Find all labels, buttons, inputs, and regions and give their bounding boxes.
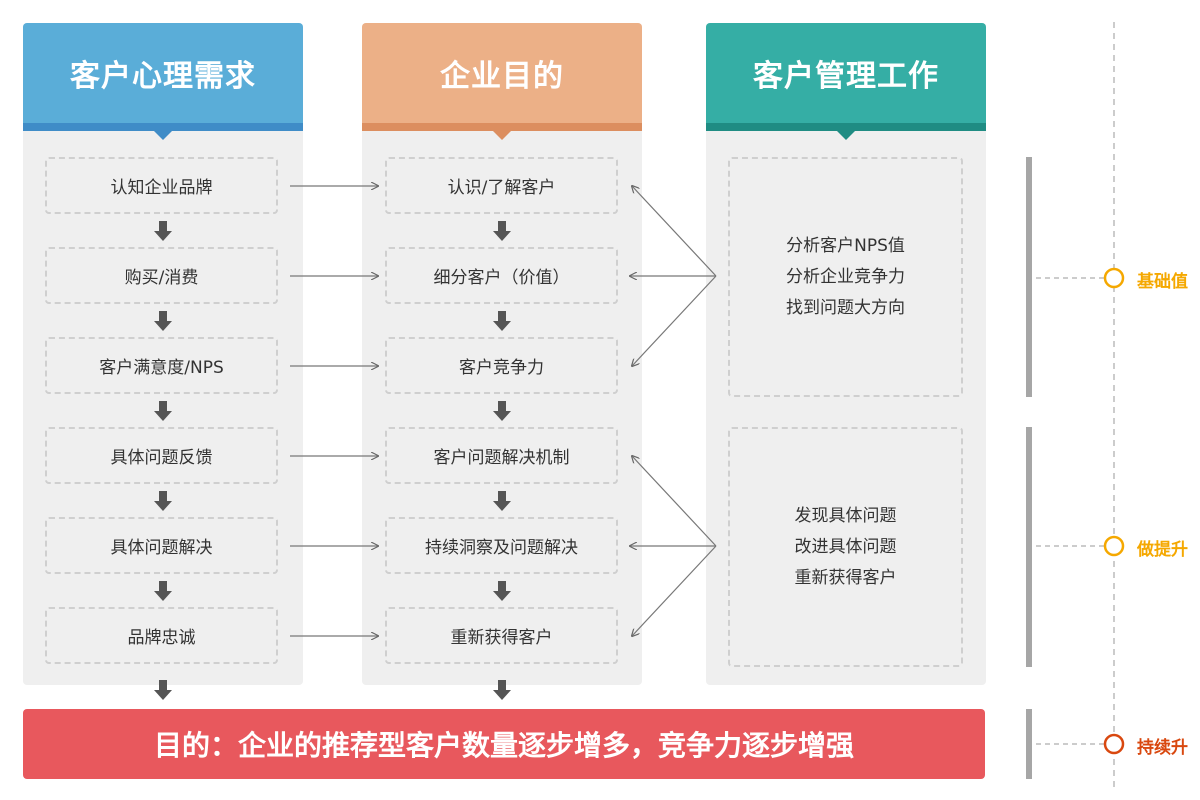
horizontal-arrows <box>290 186 378 636</box>
psych-node: 具体问题反馈 <box>45 427 278 484</box>
goal-node: 持续洞察及问题解决 <box>385 517 618 574</box>
work-line: 分析企业竞争力 <box>786 266 905 287</box>
arrow-down-icon <box>154 491 172 511</box>
arrow-down-icon <box>493 311 511 331</box>
work-line: 找到问题大方向 <box>786 297 905 318</box>
arrow-left-icon <box>632 275 717 366</box>
phase-bar-improve <box>1026 427 1032 667</box>
phase-label-basic: 基础值 <box>1137 272 1188 292</box>
work-line: 发现具体问题 <box>794 505 897 526</box>
column-work-title: 客户管理工作 <box>706 23 986 123</box>
phase-marker-icon <box>1103 267 1125 289</box>
arrow-down-icon <box>154 581 172 601</box>
phase-dashes <box>1036 277 1104 745</box>
column-psych-strip <box>23 123 303 140</box>
work-line: 重新获得客户 <box>794 567 897 588</box>
arrow-left-icon <box>632 456 717 547</box>
phase-marker-icon <box>1103 733 1125 755</box>
goal-banner: 目的：企业的推荐型客户数量逐步增多，竞争力逐步增强 <box>23 709 985 779</box>
column-work: 客户管理工作 <box>706 23 986 685</box>
arrow-down-icon <box>493 581 511 601</box>
arrow-down-icon <box>493 221 511 241</box>
arrow-left-icon <box>632 545 717 636</box>
psych-node: 认知企业品牌 <box>45 157 278 214</box>
work-line: 分析客户NPS值 <box>786 235 905 256</box>
column-work-strip <box>706 123 986 140</box>
work-line: 改进具体问题 <box>794 536 897 557</box>
phase-label-continue: 持续升 <box>1137 738 1188 758</box>
psych-node: 品牌忠诚 <box>45 607 278 664</box>
work-group-basic: 分析客户NPS值 分析企业竞争力 找到问题大方向 <box>728 157 963 397</box>
phase-bar-continue <box>1026 709 1032 779</box>
work-group-improve: 发现具体问题 改进具体问题 重新获得客户 <box>728 427 963 667</box>
arrow-left-icon <box>632 186 717 277</box>
psych-node: 客户满意度/NPS <box>45 337 278 394</box>
phase-marker-icon <box>1103 535 1125 557</box>
arrow-down-icon <box>493 680 511 700</box>
down-arrows-goal <box>493 221 511 700</box>
arrow-down-icon <box>493 491 511 511</box>
goal-node: 细分客户（价值） <box>385 247 618 304</box>
arrow-down-icon <box>154 311 172 331</box>
goal-node: 客户竞争力 <box>385 337 618 394</box>
fan-arrows <box>630 186 717 636</box>
goal-node: 认识/了解客户 <box>385 157 618 214</box>
down-arrows-psych <box>154 221 172 700</box>
psych-node: 具体问题解决 <box>45 517 278 574</box>
goal-node: 客户问题解决机制 <box>385 427 618 484</box>
arrow-down-icon <box>154 680 172 700</box>
column-goal-strip <box>362 123 642 140</box>
phase-bar-basic <box>1026 157 1032 397</box>
psych-node: 购买/消费 <box>45 247 278 304</box>
arrow-down-icon <box>154 401 172 421</box>
column-goal-title: 企业目的 <box>362 23 642 123</box>
arrow-down-icon <box>154 221 172 241</box>
phase-label-improve: 做提升 <box>1137 540 1188 560</box>
arrow-down-icon <box>493 401 511 421</box>
column-psych-title: 客户心理需求 <box>23 23 303 123</box>
goal-node: 重新获得客户 <box>385 607 618 664</box>
